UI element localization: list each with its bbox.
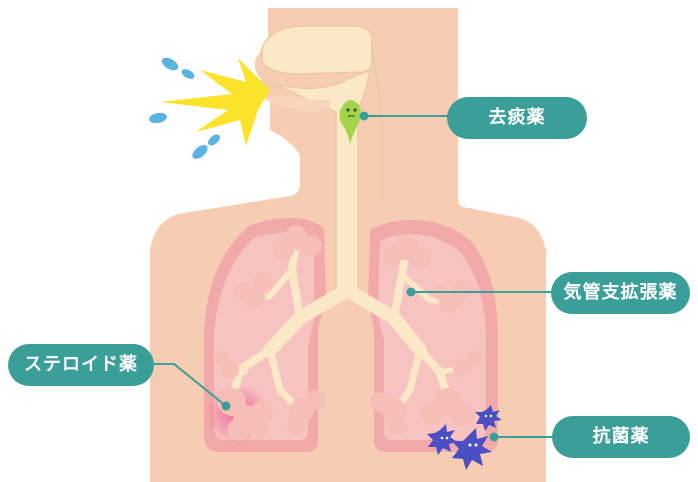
- leader-dot-antibiotic: [490, 433, 499, 442]
- cough-burst-icon: [160, 58, 270, 146]
- leader-dot-steroid: [222, 402, 231, 411]
- leader-dot-bronchodilator: [407, 288, 416, 297]
- label-steroid: ステロイド薬: [8, 344, 154, 386]
- label-expectorant: 去痰薬: [447, 97, 587, 139]
- label-bronchodilator: 気管支拡張薬: [551, 272, 690, 314]
- leader-dot-expectorant: [360, 112, 369, 121]
- droplet-icon: [148, 55, 222, 161]
- label-antibiotic: 抗菌薬: [552, 416, 690, 458]
